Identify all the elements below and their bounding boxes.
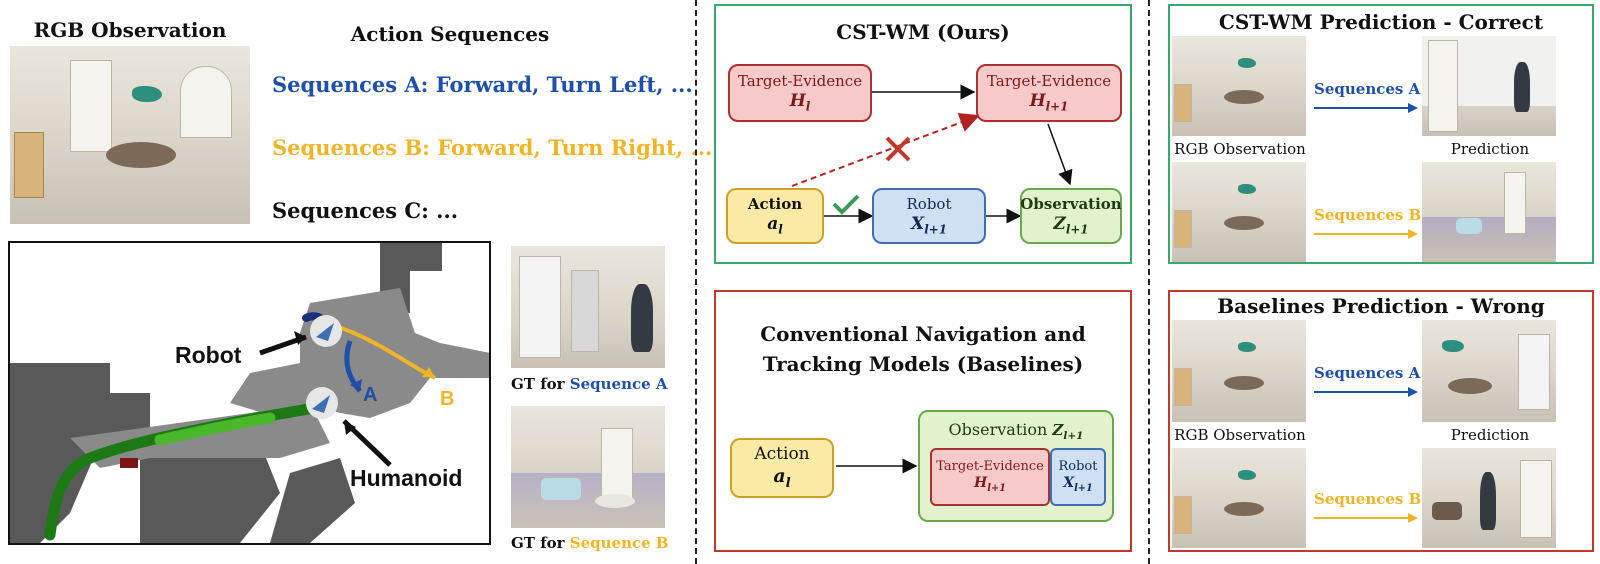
cst-arrow-b (1314, 229, 1418, 239)
separator-right (1148, 0, 1150, 564)
gt-sequence-b-image (511, 406, 665, 528)
cst-prediction-image-b (1422, 162, 1556, 262)
cst-arrow-a (1314, 103, 1418, 113)
gt-sequence-a-image (511, 246, 665, 368)
baselines-prediction-panel: Baselines Prediction - Wrong RGB Observa… (1168, 290, 1594, 552)
cst-prediction-title: CST-WM Prediction - Correct (1218, 10, 1544, 34)
gt-b-name: Sequence B (569, 534, 669, 552)
gt-a-name: Sequence A (569, 375, 668, 393)
node-symbol: Xl+1 (911, 213, 947, 237)
cross-icon (885, 136, 911, 162)
node-label: Action (754, 443, 810, 464)
sequence-b-text: Sequences B: Forward, Turn Right, ... (272, 135, 713, 160)
baseline-robot-node: Robot Xl+1 (1050, 448, 1106, 506)
base-seq-a-label: Sequences A (1314, 364, 1421, 382)
cst-rgb-image-b (1172, 162, 1306, 262)
cst-prediction-caption: Prediction (1450, 140, 1530, 158)
base-rgb-caption: RGB Observation (1174, 426, 1306, 444)
cst-observation-node: Observation Zl+1 (1020, 188, 1122, 244)
node-symbol: Zl+1 (1052, 421, 1084, 442)
top-down-map: Robot Humanoid A B (8, 241, 491, 545)
node-label: Target-Evidence (936, 458, 1044, 474)
cst-wm-panel: CST-WM (Ours) Target-Evidence Hl Target-… (714, 4, 1132, 264)
cst-prediction-image-a (1422, 36, 1556, 136)
node-symbol: Hl+1 (1029, 90, 1069, 114)
cst-seq-a-label: Sequences A (1314, 80, 1421, 98)
baselines-panel: Conventional Navigation and Tracking Mod… (714, 290, 1132, 552)
node-label: Observation (948, 420, 1048, 439)
separator-left (695, 0, 697, 564)
cst-robot-node: Robot Xl+1 (872, 188, 986, 244)
cst-seq-b-label: Sequences B (1314, 206, 1422, 224)
baseline-target-evidence-node: Target-Evidence Hl+1 (930, 448, 1050, 506)
node-symbol: Hl (789, 90, 811, 114)
map-b-label: B (440, 388, 454, 410)
node-symbol: Zl+1 (1053, 213, 1089, 237)
node-label: Robot (1058, 458, 1098, 474)
cst-target-evidence-l: Target-Evidence Hl (728, 64, 872, 122)
sequence-a-text: Sequences A: Forward, Turn Left, ... (272, 72, 693, 97)
cst-prediction-panel: CST-WM Prediction - Correct RGB Observat… (1168, 4, 1594, 264)
baseline-action-node: Action al (730, 438, 834, 498)
node-symbol: Hl+1 (974, 475, 1006, 494)
node-symbol: Xl+1 (1063, 475, 1093, 494)
node-label: Action (747, 194, 803, 213)
check-icon (832, 194, 860, 215)
gt-sequence-b-caption: GT for Sequence B (511, 534, 669, 552)
cst-target-evidence-l1: Target-Evidence Hl+1 (976, 64, 1122, 122)
base-prediction-image-a (1422, 320, 1556, 422)
rgb-observation-title: RGB Observation (33, 18, 227, 42)
base-seq-b-label: Sequences B (1314, 490, 1422, 508)
cst-wm-arrows (791, 84, 1073, 224)
base-arrow-b (1314, 513, 1418, 523)
cst-wm-title: CST-WM (Ours) (836, 20, 1010, 44)
map-drawing: Robot Humanoid A B (10, 243, 489, 543)
cst-action-node: Action al (726, 188, 824, 244)
map-a-label: A (363, 384, 377, 406)
rgb-observation-image (10, 46, 250, 224)
base-rgb-image-a (1172, 320, 1306, 422)
map-robot-label: Robot (175, 342, 242, 368)
base-prediction-image-b (1422, 448, 1556, 548)
cst-rgb-image-a (1172, 36, 1306, 136)
node-label: Target-Evidence (737, 71, 863, 90)
gt-a-prefix: GT for (511, 375, 570, 393)
node-label: Observation (1020, 194, 1122, 213)
node-label: Robot (906, 194, 952, 213)
gt-b-prefix: GT for (511, 534, 570, 552)
baselines-prediction-title: Baselines Prediction - Wrong (1217, 294, 1545, 318)
baselines-title-line2: Tracking Models (Baselines) (762, 352, 1084, 376)
node-symbol: al (773, 464, 791, 491)
baselines-title-line1: Conventional Navigation and (760, 322, 1086, 346)
base-rgb-image-b (1172, 448, 1306, 548)
node-label: Target-Evidence (986, 71, 1112, 90)
baseline-observation-header: Observation Zl+1 (949, 420, 1084, 443)
cst-rgb-caption: RGB Observation (1174, 140, 1306, 158)
action-sequences-title: Action Sequences (350, 22, 550, 46)
base-arrow-a (1314, 387, 1418, 397)
baselines-arrows (836, 458, 918, 474)
gt-sequence-a-caption: GT for Sequence A (511, 375, 668, 393)
sequence-c-text: Sequences C: ... (272, 198, 459, 223)
node-symbol: al (767, 213, 783, 237)
base-prediction-caption: Prediction (1450, 426, 1530, 444)
map-humanoid-label: Humanoid (350, 465, 462, 491)
